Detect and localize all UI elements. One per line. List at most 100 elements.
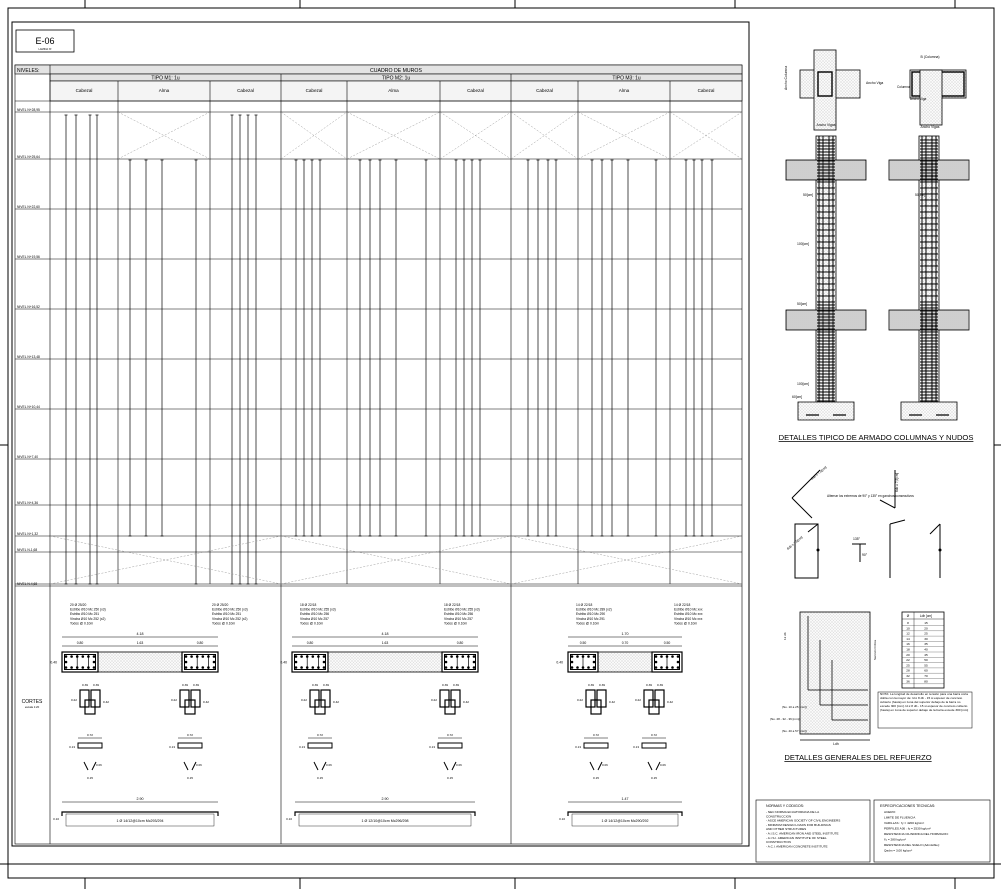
stirrup-dim: 0.22	[431, 698, 437, 702]
anchor-table-cell: 10	[906, 626, 910, 630]
anchor-table-cell: 20	[924, 626, 928, 630]
section-spec-left: Todos @ 0.10m	[70, 621, 93, 625]
especificaciones-line: ACERO:	[884, 810, 896, 814]
hook-angle-90: 90°	[862, 553, 868, 557]
rebar-run-m3-head-right	[710, 159, 714, 537]
normas-line: - A.C.I. AMERICAN CONCRETE INSTITUTE	[766, 844, 828, 848]
dim-100-b: 100[cm]	[797, 382, 809, 386]
stirrup-dim: 0.22	[635, 698, 641, 702]
anchor-table-cell: 40	[924, 648, 928, 652]
stirrup-dim: 0.13	[633, 745, 639, 749]
rebar-run-m1-web	[144, 159, 148, 537]
rebar-run-m2-head-left	[310, 159, 314, 537]
section-dim-total: 4.18	[382, 632, 389, 636]
anchor-table-cell: 22	[906, 658, 910, 662]
rebar-run-m3-web	[610, 159, 614, 537]
hook-dim-2: 6db ≥ 7,5[cm]	[895, 473, 899, 492]
anchor-table-cell: 50	[924, 658, 928, 662]
stirrup-dim: 0.15	[651, 776, 657, 780]
stirrup-dim: 0.42	[609, 700, 615, 704]
section-spec-right: Estribo Ø10 Mc xxx	[674, 612, 703, 616]
section-spec-left: Estribo Ø10 Mc 290	[576, 612, 605, 616]
anchor-note: NOTA: La longitud de desarrollo en tensi…	[880, 693, 969, 712]
normas-title: NORMAS Y CODIGOS:	[766, 804, 804, 808]
anchor-table-cell: 14	[906, 637, 910, 641]
rebar-run-m1-head-left	[95, 114, 99, 585]
anchor-table-cell: 20	[906, 653, 910, 657]
especificaciones-line: RESISTENCIA DEL SUELO (Admisible):	[884, 843, 940, 847]
section-bar-length: 2.90	[137, 797, 144, 801]
anchor-table-cell: 30	[924, 637, 928, 641]
rebar-run-m1-head-right	[230, 114, 234, 585]
section-spec-right: Estribo Ø10 Mc 250 (x3)	[212, 608, 248, 612]
stirrup-dim: 0.39	[312, 683, 318, 687]
section-spec-right: 18 Ø 22/18	[444, 603, 460, 607]
section-spec-right: Todos @ 0.10m	[212, 621, 235, 625]
stirrup-dim: 0.72	[447, 733, 453, 737]
dim-60: 60[cm]	[792, 395, 802, 399]
anchor-table-cell: 12	[906, 632, 910, 636]
especificaciones-line: RESISTENCIA CILINDRICA DEL HORMIGON:	[884, 832, 949, 836]
column-label: Alma	[388, 88, 399, 93]
sheet-code: E-06	[35, 36, 54, 46]
void-cell	[510, 111, 579, 160]
hooks-detail: 6db ≥ 7,5[cm] 6db ≥ 7,5[cm] 6db ≥ 7,5[cm…	[786, 465, 942, 579]
stirrup-dim: 0.72	[317, 733, 323, 737]
stirrup-dim: 0.39	[588, 683, 594, 687]
level-label: NIVEL N+19,56	[17, 255, 40, 259]
anchor-table-cell: 32	[906, 674, 910, 678]
cortes-scale: escala 1:20	[25, 705, 40, 709]
lbl-ancho-vigas-r: Ancho Vigas	[921, 125, 940, 129]
section-bar-label: 1 Ø 14/12@10cm Mc290/292	[602, 819, 649, 823]
stirrup-dim: 0.72	[651, 733, 657, 737]
hook-note: Alternar los extremos de 90° y 135° en g…	[827, 494, 914, 498]
stirrup-dim: 0.15	[87, 776, 93, 780]
section-spec-right: Vincha Ø10 Mc 257	[444, 617, 473, 621]
especificaciones-title: ESPECIFICACIONES TECNICAS:	[880, 804, 935, 808]
anchor-table-cell: 25	[924, 632, 928, 636]
especificaciones-line: LIMITE DE FLUENCIA	[884, 816, 916, 820]
level-label: NIVEL N+25,64	[17, 155, 40, 159]
rebar-run-m3-web-horizontal	[654, 159, 658, 537]
anchor-table-cell: 55	[924, 663, 928, 667]
rebar-run-m3-head-right	[692, 159, 696, 537]
stirrup-dim: 0.72	[593, 733, 599, 737]
rebar-run-m3-head-right	[700, 159, 704, 537]
stirrup-dim: 0.13	[169, 745, 175, 749]
column-label: Alma	[619, 88, 630, 93]
stirrup-dim: 0.22	[71, 698, 77, 702]
stirrup-dim: 0.39	[323, 683, 329, 687]
column-label: Cabezal	[698, 88, 715, 93]
stirrup-dim: 0.39	[599, 683, 605, 687]
section-dim-mid: 1.63	[382, 641, 389, 645]
section-spec-left: Estribo Ø10 Mc 289 (x2)	[576, 608, 612, 612]
anchor-table-cell: 16	[906, 642, 910, 646]
stirrup-dim: 0.39	[193, 683, 199, 687]
column-label: Cabezal	[467, 88, 484, 93]
section-dim-mid: 1.63	[137, 641, 144, 645]
level-label: NIVEL N+16,52	[17, 305, 40, 309]
rebar-run-m1-head-right	[254, 114, 258, 585]
rebar-run-m2-head-left	[302, 159, 306, 537]
stirrup-dim: 0.42	[463, 700, 469, 704]
stirrup-dim: 0.22	[577, 698, 583, 702]
rebar-run-m3-head-left	[526, 159, 530, 537]
stirrup-dim: 0.13	[429, 745, 435, 749]
hook-dim-1: 6db ≥ 7,5[cm]	[810, 465, 827, 481]
anchor-table-cell: 45	[924, 653, 928, 657]
section-spec-right: Estribo Ø10 Mc 251	[212, 612, 241, 616]
anchor-label-4: Sección Crítica	[873, 639, 877, 660]
stirrup-dim: 0.06	[660, 763, 666, 767]
section-spec-left: 14 Ø 22/18	[576, 603, 592, 607]
anchor-table-cell: 80	[924, 679, 928, 683]
tipo-header: TIPO M1: 1u	[151, 76, 180, 82]
void-cell	[346, 111, 441, 160]
lbl-columna-r: Columna	[897, 85, 910, 89]
section-bar-label: 1 Ø 12/10@10cm Mc296/298	[362, 819, 409, 823]
anchor-label-5: 12 db	[783, 632, 787, 640]
anchor-table-header: Ø	[907, 614, 910, 618]
void-cell	[117, 111, 211, 160]
